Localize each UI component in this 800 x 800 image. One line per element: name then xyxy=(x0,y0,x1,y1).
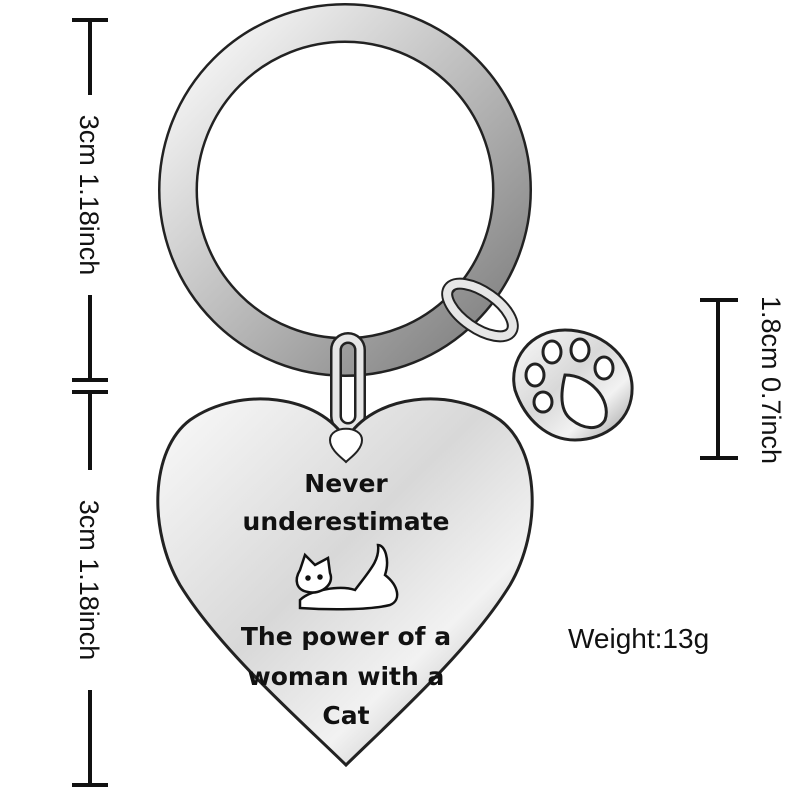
paw-print-icon xyxy=(524,337,615,429)
heart-dimension xyxy=(72,390,108,787)
engraving-line-1: Never xyxy=(304,469,388,498)
weight-label: Weight:13g xyxy=(568,623,709,654)
paw-charm xyxy=(512,328,634,442)
paw-jump-ring xyxy=(441,277,519,343)
ring-dimension xyxy=(72,18,108,382)
heart-tag xyxy=(156,397,534,768)
engraving-line-2: underestimate xyxy=(243,507,450,536)
paw-dimension-label: 1.8cm 0.7inch xyxy=(756,296,786,464)
engraving-line-4: woman with a xyxy=(248,662,445,691)
engraving-line-3: The power of a xyxy=(241,622,451,651)
key-ring xyxy=(158,3,532,377)
heart-dimension-label: 3cm 1.18inch xyxy=(74,500,104,661)
paw-dimension xyxy=(700,298,738,460)
cat-icon xyxy=(295,543,399,611)
ring-dimension-label: 3cm 1.18inch xyxy=(74,115,104,276)
engraving-line-5: Cat xyxy=(322,701,369,730)
